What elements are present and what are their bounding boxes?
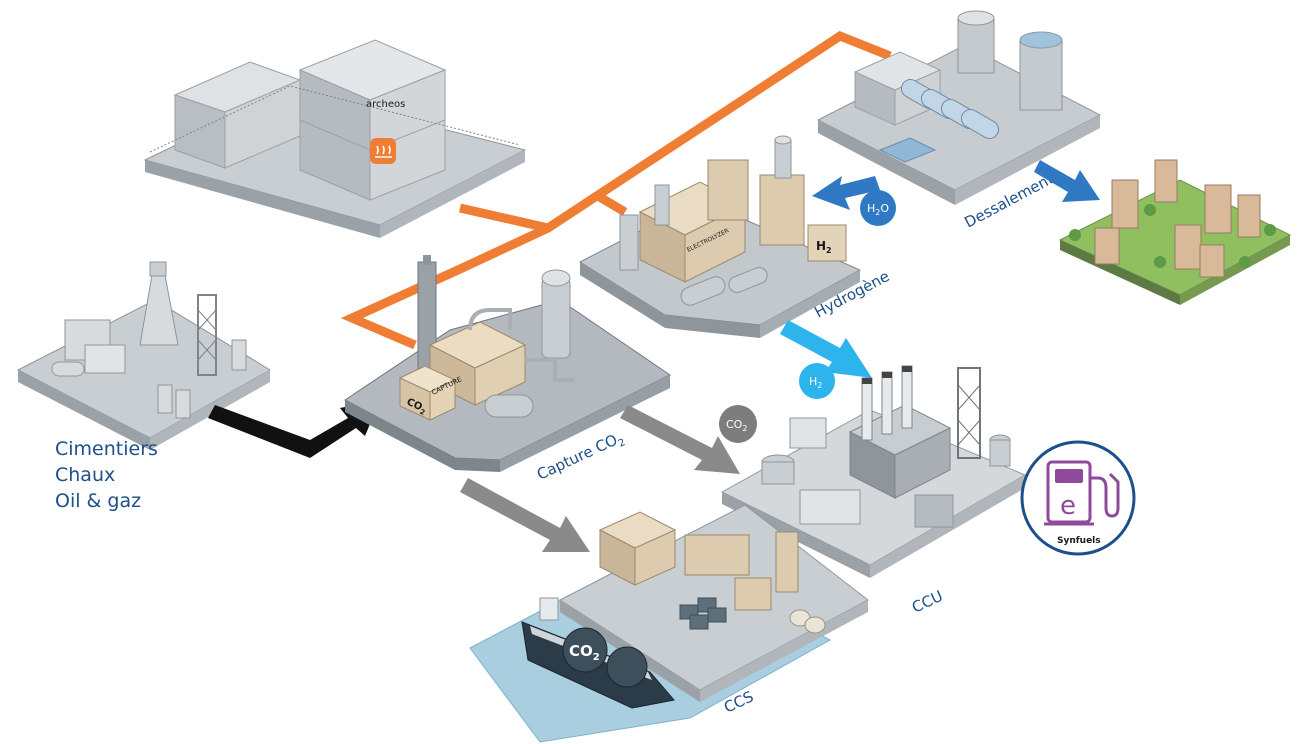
heat-icon [370, 138, 396, 164]
co2-ship: CO2 [521, 597, 675, 709]
emitter-label-chaux: Chaux [55, 464, 115, 486]
heat-pipe-main [340, 30, 892, 350]
desalination-plant [816, 10, 1102, 205]
water-arrow-to-city [1034, 160, 1100, 202]
heat-pipe-branch [595, 192, 628, 216]
svg-text:CO2: CO2 [726, 418, 747, 433]
co2-arrow-to-ccs [460, 478, 590, 552]
h2o-badge: H2O [860, 190, 896, 226]
co2-arrow-to-ccu [620, 405, 740, 474]
co2-badge: CO2 [719, 405, 757, 443]
emitter-label-cimentiers: Cimentiers [55, 438, 158, 460]
synfuels-letter: e [1060, 491, 1076, 521]
hydrogen-plant: ELECTROLYZER H2 [578, 135, 862, 338]
archeos-logo-text: archeos [366, 99, 405, 110]
emitter-label: Cimentiers Chaux Oil & gaz [55, 438, 158, 512]
ship-co2-sign: CO2 [569, 642, 600, 663]
heat-pipe-network [340, 30, 892, 350]
synfuels-label: Synfuels [1057, 536, 1101, 546]
heat-pipe-archeos [459, 203, 549, 233]
ccs-port: CO2 [469, 504, 869, 743]
h2-arrow-to-ccu [780, 320, 872, 378]
co2-capture-plant: CO2 CAPTURE [344, 255, 671, 472]
svg-text:H2: H2 [809, 375, 822, 390]
emitter-label-oil-gaz: Oil & gaz [55, 490, 141, 512]
water-arrow-to-hydrogen [812, 176, 880, 210]
h2-badge: H2 [799, 363, 835, 399]
ccu-label: CCU [909, 587, 946, 617]
fuel-pump-icon [1044, 460, 1120, 526]
city-district [1058, 159, 1292, 305]
synfuels-badge: e Synfuels [1020, 440, 1136, 556]
emitter-plant [16, 261, 271, 450]
archeos-plant: archeos [143, 39, 527, 238]
ccu-plant [720, 365, 1027, 578]
svg-text:H2O: H2O [867, 202, 889, 217]
h2-box-sign: H2 [816, 239, 832, 255]
